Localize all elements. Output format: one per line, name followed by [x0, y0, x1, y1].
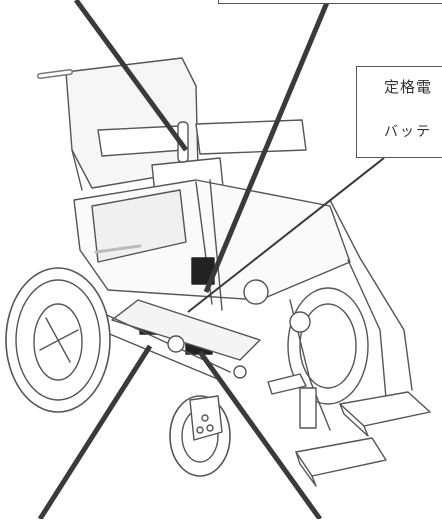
footplate-left — [295, 437, 387, 477]
footplate-right — [339, 391, 431, 427]
callout-line-top-left — [73, 0, 189, 152]
callout-line-bottom-right — [197, 350, 323, 521]
top-label-box — [218, 0, 442, 4]
callout-text-battery: バッテ — [384, 124, 432, 140]
right-armrest — [195, 119, 307, 155]
callout-line-to-box — [187, 157, 385, 313]
callout-line-bottom-left — [37, 344, 153, 521]
callout-text-rating: 定格電 — [384, 78, 433, 96]
callout-line-top-center — [203, 0, 331, 293]
legrest — [329, 199, 413, 391]
callout-box — [356, 66, 442, 158]
